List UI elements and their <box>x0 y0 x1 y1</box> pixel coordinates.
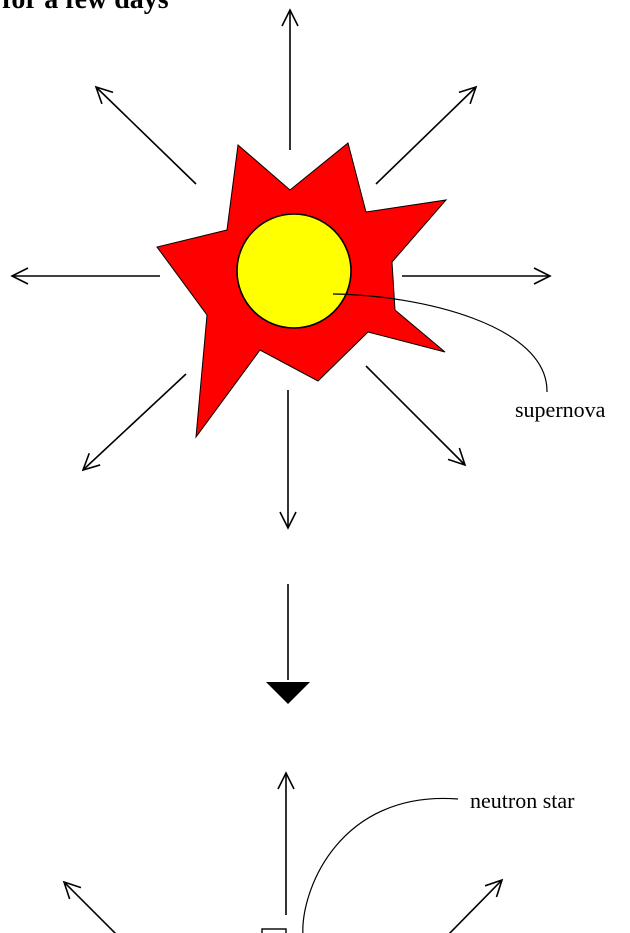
ray-up-left-arrow <box>96 87 196 184</box>
neutron-star-leader-line <box>303 798 458 933</box>
diagram-heading: for a few days <box>2 0 169 15</box>
ray-down-right-arrow <box>366 366 465 465</box>
neutron-ray-up-left-arrow <box>64 882 118 933</box>
supernova-core <box>237 214 351 328</box>
transition-arrow <box>266 584 310 704</box>
supernova-label: supernova <box>515 397 606 422</box>
down-arrowhead-icon <box>266 682 310 704</box>
neutron-star <box>262 929 286 933</box>
neutron-star-rays <box>64 773 502 933</box>
neutron-ray-up-right-arrow <box>447 880 502 933</box>
ray-down-left-arrow <box>83 374 186 470</box>
ray-up-right-arrow <box>376 87 476 184</box>
neutron-star-label: neutron star <box>470 788 575 813</box>
